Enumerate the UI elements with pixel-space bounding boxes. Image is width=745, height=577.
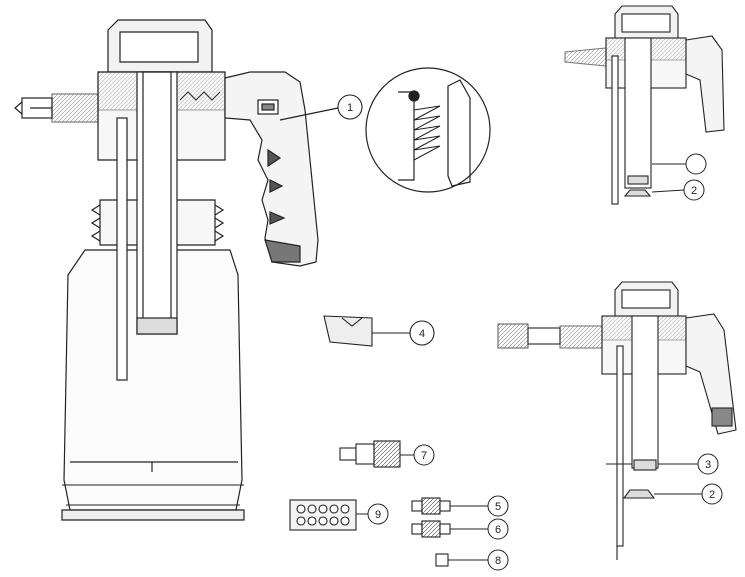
- svg-text:9: 9: [375, 509, 381, 521]
- sprayer-top-right: [564, 5, 725, 205]
- part-7-adapter: [339, 440, 401, 468]
- svg-text:6: 6: [495, 524, 501, 536]
- svg-text:5: 5: [495, 501, 501, 513]
- part-4-trigger-cover: [323, 315, 373, 347]
- nozzle-assembly: [14, 93, 99, 123]
- part-5-nozzle: [411, 497, 451, 515]
- callout-3: 3: [697, 453, 719, 475]
- svg-text:1: 1: [347, 102, 353, 114]
- callout-9: 9: [367, 503, 389, 525]
- svg-text:7: 7: [421, 450, 427, 462]
- main-sprayer-cross-section: [14, 19, 319, 521]
- svg-text:3: 3: [705, 459, 711, 471]
- part-8-cap: [435, 553, 449, 567]
- svg-text:8: 8: [495, 555, 501, 567]
- callout-5: 5: [487, 495, 509, 517]
- bottle-base: [61, 509, 245, 521]
- extension-nozzle: [497, 323, 529, 349]
- callout-6: 6: [487, 518, 509, 540]
- callout-blank: [685, 153, 707, 175]
- part-6-nozzle: [411, 520, 451, 538]
- callout-2-bottom: 2: [701, 483, 723, 505]
- part-9-washer-set: [289, 499, 357, 531]
- dip-tube: [116, 117, 128, 381]
- callout-8: 8: [487, 549, 509, 571]
- sprayer-bottom-right: [497, 281, 737, 560]
- callout-7: 7: [413, 444, 435, 466]
- callout-2-top: 2: [683, 179, 705, 201]
- svg-text:2: 2: [709, 489, 715, 501]
- callout-4: 4: [409, 320, 435, 346]
- svg-text:2: 2: [691, 185, 697, 197]
- callout-leader-1: [279, 107, 339, 121]
- callout-1: 1: [337, 94, 363, 120]
- svg-text:4: 4: [419, 328, 425, 340]
- detail-magnifier: [279, 67, 491, 193]
- callout-leaders: [356, 163, 702, 561]
